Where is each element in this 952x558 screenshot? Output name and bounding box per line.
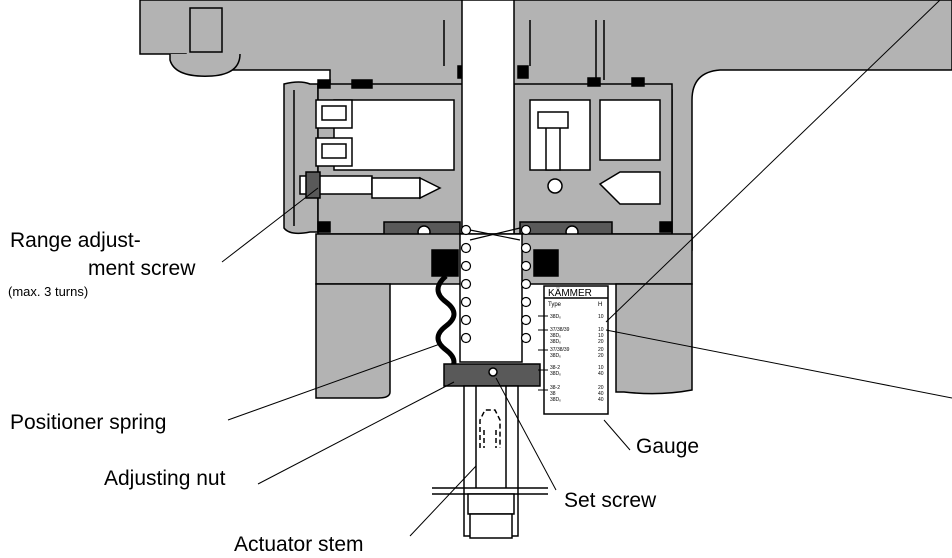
- gauge-row-type: 38-2: [550, 385, 560, 391]
- coil-right-5: [520, 296, 532, 308]
- leader-set-screw: [495, 377, 557, 491]
- nozzle: [598, 171, 661, 205]
- gauge-col-type: Type: [548, 302, 562, 308]
- coil-right-4: [520, 278, 532, 290]
- label-positioner-spring: Positioner spring: [10, 411, 167, 434]
- gauge-row-type: 38Dₓ: [550, 397, 561, 403]
- coil-right-2: [520, 242, 532, 254]
- lower-right-leg: [615, 283, 693, 395]
- gauge-ticks: [538, 315, 548, 391]
- screw-head-dark: [305, 171, 321, 199]
- seal-4: [517, 65, 529, 79]
- spring-cap: [431, 249, 459, 277]
- lower-left-leg: [315, 283, 391, 399]
- label-range-note: (max. 3 turns): [8, 284, 89, 299]
- leader-gauge: [603, 419, 631, 451]
- center-stem: [461, 0, 515, 235]
- gauge-row-type: 38: [550, 391, 556, 397]
- gauge-row-type: 38-2: [550, 365, 560, 371]
- seal-8: [317, 221, 331, 233]
- leader-gauge-top: [605, 0, 941, 323]
- gauge-row-type: 37/38/39: [550, 347, 570, 353]
- gauge-row-h: 20: [598, 347, 604, 353]
- stem-inner-left: [475, 386, 507, 488]
- label-set-screw: Set screw: [564, 489, 657, 512]
- spring-cap-right: [533, 249, 559, 277]
- coil-right-6: [520, 314, 532, 326]
- coil-left-4: [460, 278, 472, 290]
- coil-left-3: [460, 260, 472, 272]
- body-window-1: [333, 99, 455, 171]
- gauge-row-h: 40: [598, 371, 604, 377]
- gauge-row-type: 38Dₓ: [550, 353, 561, 359]
- leader-range-screw: [221, 187, 319, 263]
- gauge-row-h: 10: [598, 314, 604, 320]
- gauge-row-type: 38Dₓ: [550, 333, 561, 339]
- label-range-adjustment-line1: Range adjust-: [10, 229, 141, 252]
- coil-left-5: [460, 296, 472, 308]
- seal-1: [317, 79, 331, 89]
- ball-valve: [547, 178, 563, 194]
- gauge-row-h: 20: [598, 353, 604, 359]
- spring-coils: [460, 224, 532, 344]
- label-adjusting-nut: Adjusting nut: [104, 467, 226, 490]
- gauge-row-type: 38Dₓ: [550, 371, 561, 377]
- coil-left-2: [460, 242, 472, 254]
- stem-locknut: [467, 493, 515, 515]
- top-bore-lines: [443, 20, 605, 80]
- coil-right-3: [520, 260, 532, 272]
- gauge-col-h: H: [598, 302, 602, 308]
- screw-shaft: [371, 177, 421, 199]
- stem-lower: [459, 233, 523, 363]
- valve-cap: [537, 111, 569, 129]
- label-gauge: Gauge: [636, 435, 700, 458]
- spring-diagonal-top: [469, 227, 521, 241]
- stem-locknut-lower: [469, 513, 513, 539]
- top-bolt: [189, 7, 223, 53]
- coil-right-7: [520, 332, 532, 344]
- coil-left-6: [460, 314, 472, 326]
- gauge-brand: KÄMMER: [548, 287, 592, 299]
- gauge-row-h: 10: [598, 333, 604, 339]
- seal-2: [351, 79, 373, 89]
- label-range-adjustment-line2: ment screw: [88, 257, 196, 280]
- set-screw: [488, 367, 498, 377]
- seal-5: [587, 77, 601, 87]
- positioner-spring: [435, 274, 457, 376]
- seal-7: [659, 221, 673, 233]
- gauge-row-type: 38Dₓ: [550, 339, 561, 345]
- gauge-row-h: 40: [598, 391, 604, 397]
- leader-positioner-spring: [227, 343, 441, 421]
- seal-6: [631, 77, 645, 87]
- valve-pin: [545, 125, 561, 171]
- gauge-row-type: 37/38/39: [550, 327, 570, 333]
- gauge-row-h: 10: [598, 327, 604, 333]
- gauge-text: KÄMMER Type H 38Dₓ 10 37/38/39 10 38Dₓ 1…: [548, 287, 604, 403]
- gauge-row-type: 38Dₓ: [550, 314, 561, 320]
- leader-gauge-right: [605, 329, 952, 399]
- gauge-row-h: 10: [598, 365, 604, 371]
- coil-right-1: [520, 224, 532, 236]
- coil-left-7: [460, 332, 472, 344]
- top-bolt-head: [169, 53, 241, 77]
- screw-clip-upper-slot: [321, 105, 347, 121]
- gauge-plate: [543, 285, 609, 415]
- body-window-3: [599, 99, 661, 161]
- screw-tip: [419, 176, 442, 200]
- leader-actuator-stem: [409, 465, 477, 537]
- label-actuator-stem: Actuator stem: [234, 533, 364, 556]
- screw-clip-lower-slot: [321, 143, 347, 159]
- gauge-row-h: 20: [598, 385, 604, 391]
- leader-adjusting-nut: [257, 381, 455, 485]
- stem-dashed-bolt: [479, 409, 501, 448]
- gauge-row-h: 20: [598, 339, 604, 345]
- gauge-row-h: 40: [598, 397, 604, 403]
- coil-left-1: [460, 224, 472, 236]
